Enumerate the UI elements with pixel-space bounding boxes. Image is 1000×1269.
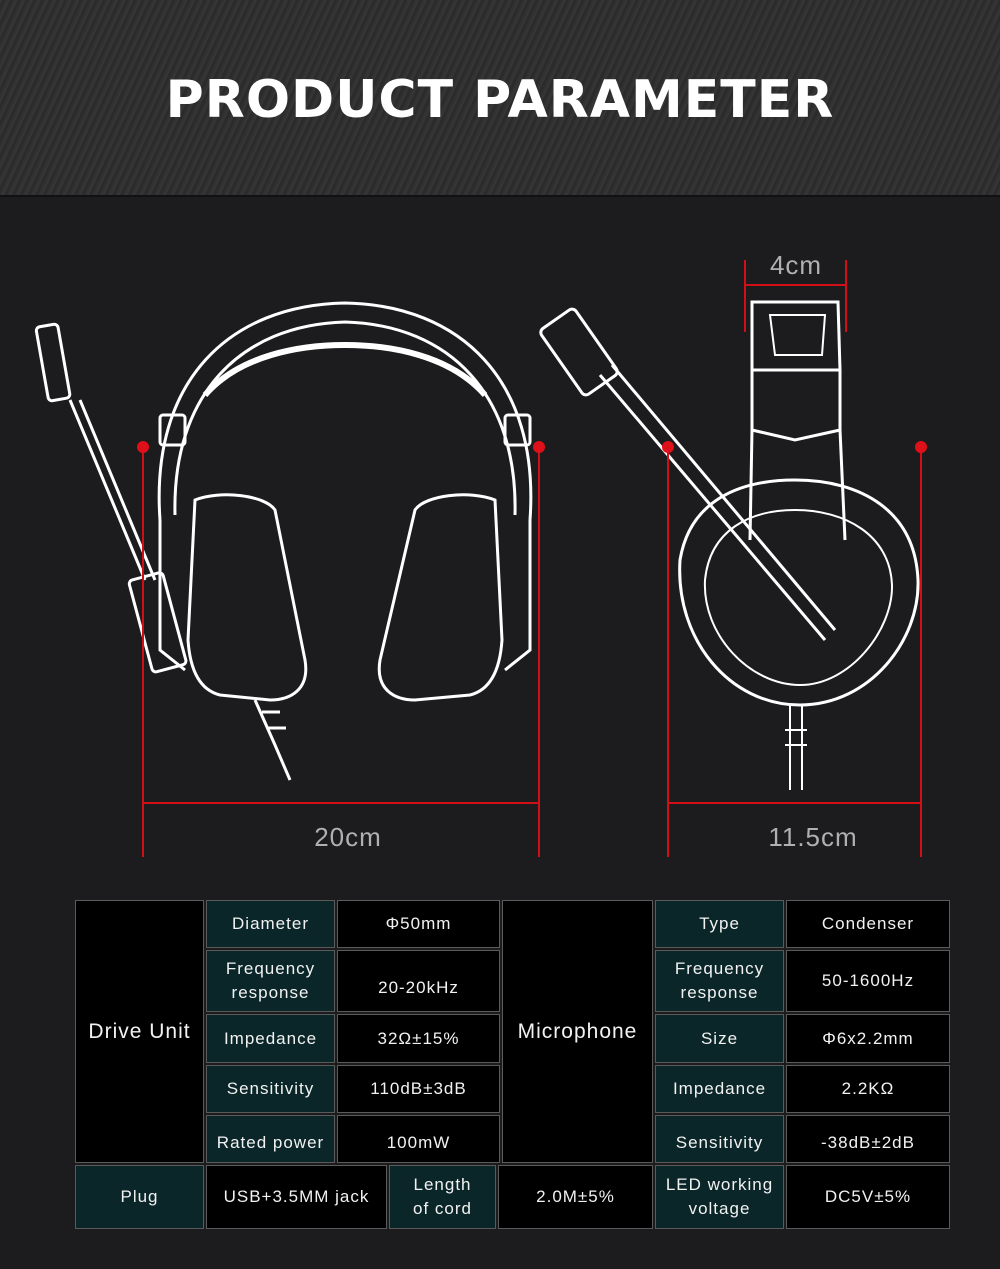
- drive-key: Diameter: [206, 900, 335, 948]
- drive-value: 32Ω±15%: [337, 1014, 500, 1063]
- plug-key: Plug: [75, 1165, 204, 1229]
- drive-value: 20-20kHz: [337, 950, 500, 1012]
- dimension-line-band-horizontal: [744, 284, 847, 286]
- cord-value: 2.0M±5%: [498, 1165, 653, 1229]
- led-value: DC5V±5%: [786, 1165, 950, 1229]
- dimension-label-side-width: 11.5cm: [768, 822, 858, 852]
- mic-value: 50-1600Hz: [786, 950, 950, 1012]
- mic-value: Condenser: [786, 900, 950, 948]
- dimension-label-headband: 4cm: [769, 250, 823, 280]
- mic-key: Impedance: [655, 1065, 784, 1113]
- dimension-line-front-horizontal: [142, 802, 540, 804]
- dimension-label-front-width: 20cm: [314, 822, 382, 852]
- mic-value: -38dB±2dB: [786, 1115, 950, 1163]
- dimension-line-front-left: [142, 447, 144, 857]
- dimension-line-front-right: [538, 447, 540, 857]
- headset-side-drawing: [539, 300, 920, 790]
- dimension-dot: [533, 441, 545, 453]
- dimension-line-side-left: [667, 447, 669, 857]
- dimension-dot: [915, 441, 927, 453]
- drive-value: Φ50mm: [337, 900, 500, 948]
- dimension-dot: [137, 441, 149, 453]
- mic-key: Size: [655, 1014, 784, 1063]
- mic-key: Sensitivity: [655, 1115, 784, 1163]
- dimension-dot: [662, 441, 674, 453]
- dimension-line-side-horizontal: [667, 802, 922, 804]
- dimension-line-band-left: [744, 260, 746, 332]
- drive-key: Rated power: [206, 1115, 335, 1163]
- mic-value: 2.2KΩ: [786, 1065, 950, 1113]
- header-banner: PRODUCT PARAMETER: [0, 0, 1000, 197]
- microphone-label: Microphone: [502, 900, 653, 1163]
- drive-key: Impedance: [206, 1014, 335, 1063]
- headset-front-drawing: [34, 301, 533, 781]
- mic-key: Type: [655, 900, 784, 948]
- dimension-line-side-right: [920, 447, 922, 857]
- cord-key: Length of cord: [389, 1165, 496, 1229]
- mic-value: Φ6x2.2mm: [786, 1014, 950, 1063]
- dimension-line-band-right: [845, 260, 847, 332]
- page-title: PRODUCT PARAMETER: [165, 70, 835, 130]
- drive-value: 110dB±3dB: [337, 1065, 500, 1113]
- plug-value: USB+3.5MM jack: [206, 1165, 387, 1229]
- drive-unit-label: Drive Unit: [75, 900, 204, 1163]
- drive-key: Sensitivity: [206, 1065, 335, 1113]
- led-key: LED working voltage: [655, 1165, 784, 1229]
- headset-illustrations: [34, 300, 920, 790]
- mic-key: Frequency response: [655, 950, 784, 1012]
- drive-value: 100mW: [337, 1115, 500, 1163]
- drive-key: Frequency response: [206, 950, 335, 1012]
